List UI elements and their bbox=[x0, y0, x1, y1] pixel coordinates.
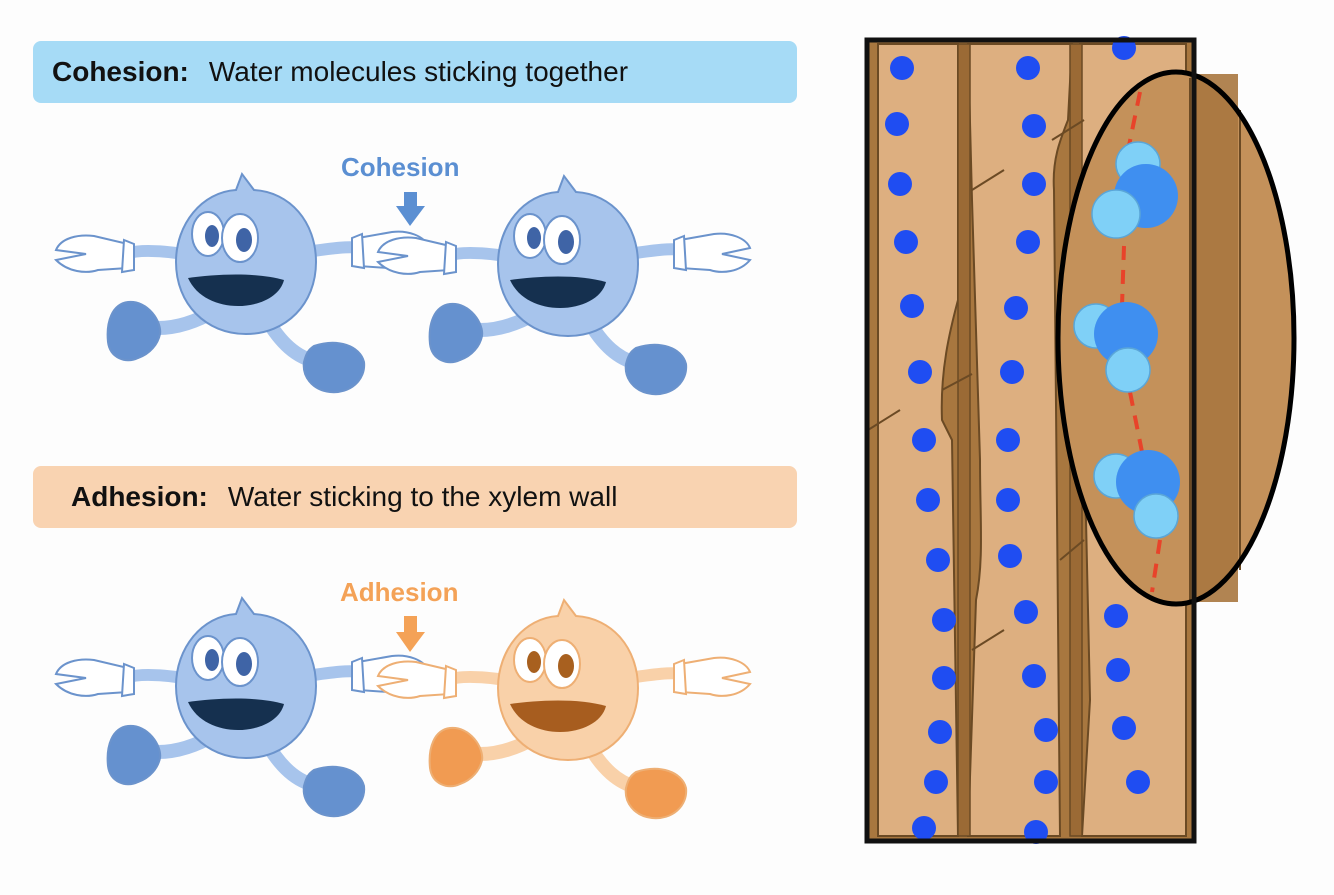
water-dot bbox=[996, 488, 1020, 512]
adhesion-arrow-icon bbox=[396, 616, 425, 652]
water-dot bbox=[1034, 718, 1058, 742]
water-dot bbox=[1022, 114, 1046, 138]
water-molecule-icon bbox=[1073, 302, 1158, 393]
water-dot bbox=[928, 720, 952, 744]
water-dot bbox=[1016, 230, 1040, 254]
cohesion-banner: Cohesion: Water molecules sticking toget… bbox=[33, 41, 797, 103]
water-dot bbox=[912, 816, 936, 840]
water-dot bbox=[1104, 604, 1128, 628]
xylem-water-dots bbox=[885, 36, 1150, 844]
cohesion-definition: Water molecules sticking together bbox=[208, 56, 629, 87]
water-molecule-character bbox=[378, 176, 750, 395]
water-dot bbox=[912, 428, 936, 452]
xylem-panel bbox=[864, 36, 1297, 844]
adhesion-callout-label: Adhesion bbox=[340, 577, 459, 607]
magnified-region bbox=[1055, 69, 1297, 607]
cohesion-term: Cohesion: bbox=[52, 56, 189, 87]
water-dot bbox=[998, 544, 1022, 568]
water-dot bbox=[1112, 716, 1136, 740]
water-dot bbox=[932, 608, 956, 632]
water-molecule-icon bbox=[1093, 450, 1180, 539]
water-molecule-icon bbox=[1091, 141, 1178, 239]
water-dot bbox=[890, 56, 914, 80]
water-dot bbox=[1004, 296, 1028, 320]
adhesion-banner: Adhesion: Water sticking to the xylem wa… bbox=[33, 466, 797, 528]
water-molecule-character bbox=[56, 174, 428, 393]
water-dot bbox=[1014, 600, 1038, 624]
adhesion-term: Adhesion: bbox=[71, 481, 208, 512]
water-dot bbox=[908, 360, 932, 384]
water-dot bbox=[924, 770, 948, 794]
water-dot bbox=[916, 488, 940, 512]
water-dot bbox=[1034, 770, 1058, 794]
cohesion-callout-label: Cohesion bbox=[341, 152, 460, 182]
water-dot bbox=[885, 112, 909, 136]
water-dot bbox=[1022, 664, 1046, 688]
water-dot bbox=[1016, 56, 1040, 80]
water-molecule-character bbox=[56, 598, 428, 817]
water-dot bbox=[926, 548, 950, 572]
water-dot bbox=[1106, 658, 1130, 682]
water-dot bbox=[1126, 770, 1150, 794]
xylem-wall-character bbox=[378, 600, 750, 819]
adhesion-definition: Water sticking to the xylem wall bbox=[227, 481, 618, 512]
water-dot bbox=[932, 666, 956, 690]
water-dot bbox=[1000, 360, 1024, 384]
hydrogen-bond bbox=[1120, 91, 1162, 593]
water-dot bbox=[894, 230, 918, 254]
water-dot bbox=[1024, 820, 1048, 844]
water-dot bbox=[900, 294, 924, 318]
water-dot bbox=[1022, 172, 1046, 196]
water-dot bbox=[888, 172, 912, 196]
cohesion-arrow-icon bbox=[396, 192, 425, 226]
water-dot bbox=[996, 428, 1020, 452]
